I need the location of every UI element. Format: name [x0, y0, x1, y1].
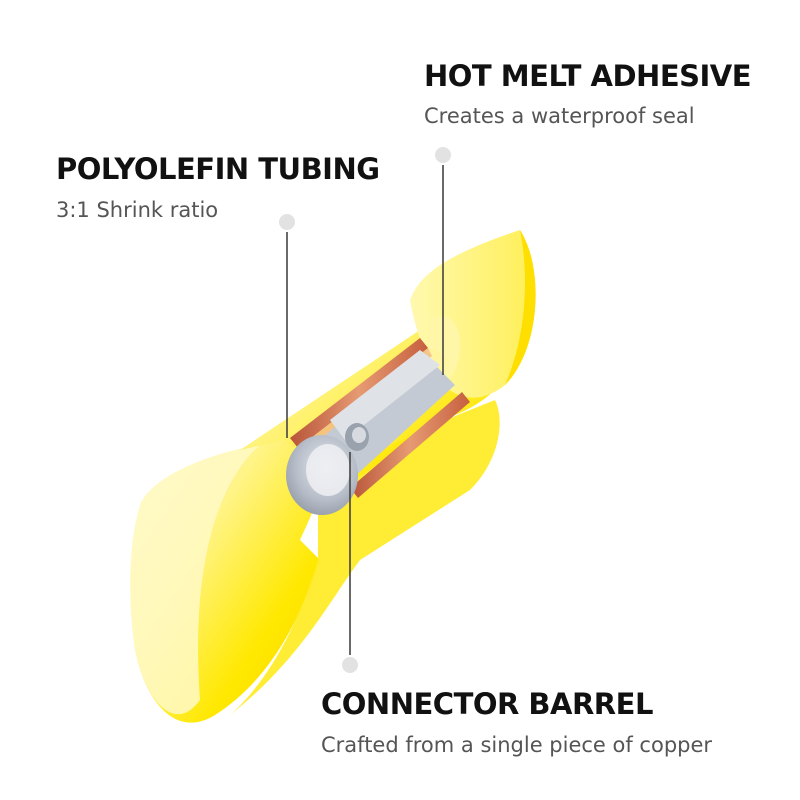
- polyolefin-title: POLYOLEFIN TUBING: [56, 152, 380, 186]
- connector-title: CONNECTOR BARREL: [321, 687, 653, 721]
- polyolefin-marker-dot: [279, 214, 295, 230]
- hot-melt-leader: [435, 147, 451, 375]
- connector-barrel: [286, 350, 455, 515]
- hot-melt-marker-dot: [435, 147, 451, 163]
- connector-leader: [342, 452, 358, 673]
- hot-melt-title: HOT MELT ADHESIVE: [424, 59, 752, 93]
- connector-marker-dot: [342, 657, 358, 673]
- connector-subtitle: Crafted from a single piece of copper: [321, 733, 713, 757]
- hot-melt-subtitle: Creates a waterproof seal: [424, 104, 695, 128]
- polyolefin-subtitle: 3:1 Shrink ratio: [56, 198, 219, 222]
- polyolefin-leader: [279, 214, 295, 438]
